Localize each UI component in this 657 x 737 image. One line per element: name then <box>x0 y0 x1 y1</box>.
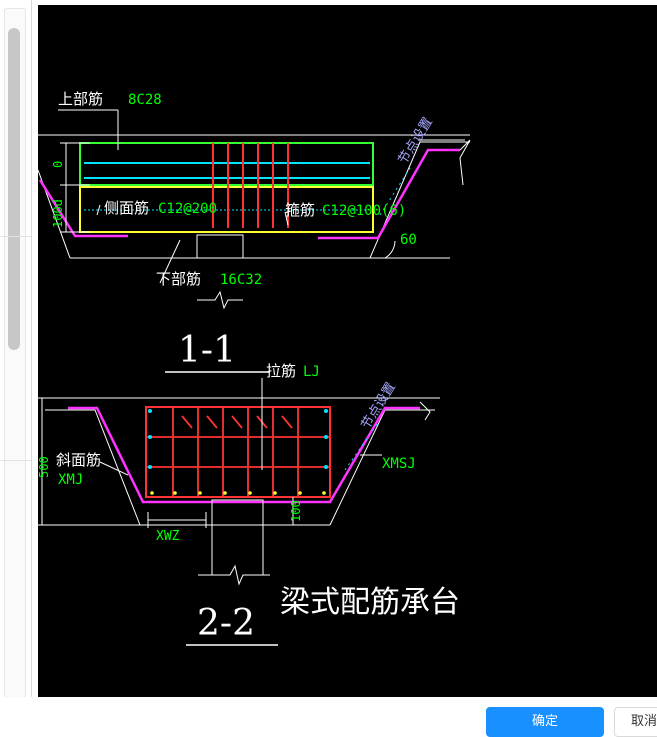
bottom-bar-label: 下部筋 <box>156 270 201 288</box>
tie-value: LJ <box>303 364 320 380</box>
concrete-outline <box>45 409 141 526</box>
leader-line <box>284 211 289 226</box>
panel-divider <box>0 460 31 461</box>
concrete-outline <box>369 141 470 259</box>
break-line <box>198 564 270 586</box>
slope-rebar <box>68 406 420 504</box>
bottom-cage <box>79 186 374 233</box>
pile-stub <box>211 499 264 575</box>
xwz-value: XWZ <box>156 529 180 544</box>
dim-top: 0 <box>51 161 65 168</box>
stirrup-label: 箍筋 <box>285 201 315 219</box>
cad-drawing: 上部筋 8C28 侧面筋 C12@200 箍筋 C12@100(6) 下部筋 1… <box>38 90 471 646</box>
left-panel <box>0 0 32 700</box>
node-hatch <box>344 419 381 471</box>
slope-rebar <box>38 179 128 238</box>
pile-stub <box>196 234 244 258</box>
leader-line <box>96 204 101 216</box>
cad-preview-canvas: 上部筋 8C28 侧面筋 C12@200 箍筋 C12@100(6) 下部筋 1… <box>38 5 657 697</box>
slope-label: 斜面筋 <box>56 451 101 469</box>
angle-arc <box>384 240 396 259</box>
bottom-rebar-dots <box>150 491 326 495</box>
section-1-drawing <box>38 109 471 373</box>
slope-rebar <box>318 148 460 240</box>
side-bar-value: C12@200 <box>158 201 217 217</box>
xmsj-value: XMSJ <box>382 456 416 472</box>
top-bar-value: 8C28 <box>128 92 162 108</box>
dim-height: 500 <box>38 456 51 478</box>
rebar-dots <box>148 409 328 469</box>
section-2-drawing <box>38 378 440 646</box>
side-bar-label: 侧面筋 <box>104 199 149 217</box>
slope-value: XMJ <box>58 472 83 488</box>
tie-cage <box>145 406 331 498</box>
node-hatch <box>379 164 413 216</box>
top-cage <box>79 142 374 186</box>
stirrup-value: C12@100(6) <box>322 203 406 219</box>
panel-divider <box>0 236 31 237</box>
break-line <box>197 290 243 310</box>
node-note-2: 节点设置 <box>359 380 399 432</box>
confirm-button[interactable]: 确定 <box>486 707 604 737</box>
section-1-title: 1-1 <box>178 330 236 371</box>
tie-grid <box>146 407 330 497</box>
angle-value: 60 <box>400 232 417 248</box>
leader-line <box>99 461 129 476</box>
section-2-title: 2-2 <box>197 603 255 644</box>
main-title: 梁式配筋承台 <box>280 585 460 620</box>
scrollbar-thumb[interactable] <box>8 28 20 350</box>
bottom-bar-value: 16C32 <box>220 272 262 288</box>
stirrup-group <box>212 143 289 228</box>
top-bar-label: 上部筋 <box>58 90 103 108</box>
leader-line <box>159 239 181 284</box>
node-note-1: 节点设置 <box>396 115 436 167</box>
tie-label: 拉筋 <box>266 362 296 380</box>
node-mark <box>419 401 431 421</box>
node-mark <box>459 139 471 186</box>
dim-side: 100d <box>51 199 65 228</box>
cancel-button[interactable]: 取消 <box>614 707 657 737</box>
dim-bottom: 100 <box>289 500 303 522</box>
